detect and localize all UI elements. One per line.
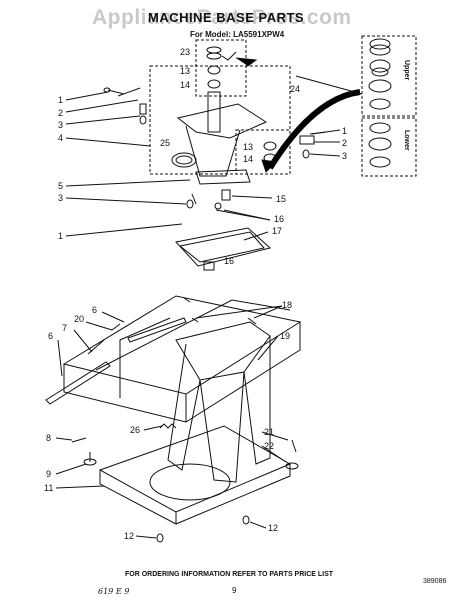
callout: 26	[130, 425, 140, 435]
callout: 4	[58, 133, 63, 143]
callout: 12	[268, 523, 278, 533]
callout: 20	[74, 314, 84, 324]
callout: 5	[58, 181, 63, 191]
callout: 11	[44, 483, 53, 493]
part-15	[221, 189, 231, 201]
part-22-foot	[285, 462, 299, 470]
callout: 6	[48, 331, 53, 341]
drive-shaft	[207, 91, 221, 133]
frame-top-rail	[62, 295, 302, 395]
callout: 21	[264, 427, 274, 437]
callout: 17	[272, 226, 282, 236]
dashed-box-transmission	[149, 65, 291, 175]
part-14	[207, 79, 221, 89]
handwritten-note: 619 E 9	[98, 587, 130, 596]
part-17-platform	[175, 227, 272, 267]
callout: 12	[124, 531, 134, 541]
callout: 7	[62, 323, 67, 333]
dashed-box-brake	[235, 129, 291, 175]
part-26-spring	[159, 423, 177, 429]
part-7-bolt	[87, 339, 105, 355]
part-6-lower	[45, 361, 111, 405]
callout: 2	[58, 108, 63, 118]
callout: 14	[180, 80, 190, 90]
pointer-arrow	[267, 89, 361, 170]
callout: 16	[224, 256, 234, 266]
callout: 13	[180, 66, 190, 76]
document-number: 389086	[423, 578, 447, 585]
callout: 16	[274, 214, 284, 224]
part-25-ring	[171, 152, 197, 168]
part-23-top	[206, 46, 222, 54]
callout: 3	[58, 120, 63, 130]
dashed-box-top	[195, 39, 247, 97]
callout: 3	[58, 193, 63, 203]
callout: 1	[342, 126, 347, 136]
callout: 9	[46, 469, 51, 479]
mounting-bracket	[176, 103, 268, 139]
ordering-note: FOR ORDERING INFORMATION REFER TO PARTS …	[125, 571, 334, 578]
callout: 24	[290, 84, 300, 94]
callout: 25	[160, 138, 170, 148]
part-19-support	[175, 321, 271, 381]
callout: 23	[180, 47, 190, 57]
callout: 14	[243, 154, 253, 164]
part-6-upper	[127, 317, 187, 343]
page-number: 9	[232, 586, 237, 595]
part-2-clip	[117, 87, 141, 97]
upper-kit-label: Upper	[403, 60, 410, 81]
callout: 19	[280, 331, 290, 341]
part-5-strap	[195, 169, 251, 185]
callout: 3	[342, 151, 347, 161]
lower-kit-label: Lower	[403, 130, 410, 151]
callout: 1	[58, 95, 63, 105]
callout: 1	[58, 231, 63, 241]
part-20	[111, 323, 121, 331]
model-label: For Model: LA5591XPW4	[190, 30, 285, 39]
callout: 8	[46, 433, 51, 443]
upper-kit-box	[361, 35, 417, 117]
callout: 13	[243, 142, 253, 152]
callout: 18	[282, 300, 292, 310]
page-title: MACHINE BASE PARTS	[148, 10, 305, 25]
lower-kit-box	[361, 117, 417, 177]
watermark: AppliancePartsPros.com	[92, 6, 352, 29]
part-13	[207, 65, 221, 75]
callout: 22	[264, 441, 274, 451]
callout: 6	[92, 305, 97, 315]
callout: 15	[276, 194, 286, 204]
callout: 2	[342, 138, 347, 148]
